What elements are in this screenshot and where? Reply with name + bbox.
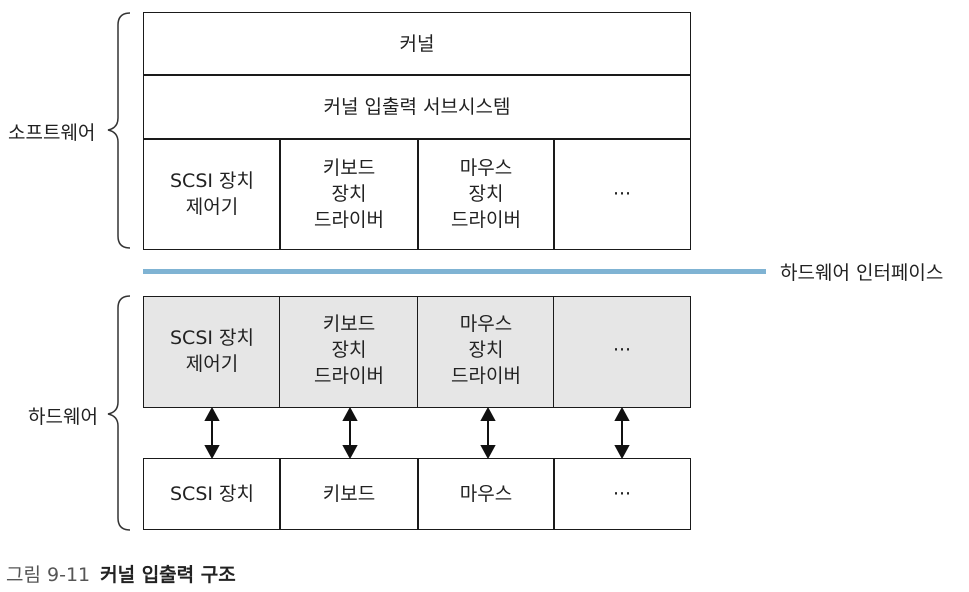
arrow-4 (614, 406, 630, 460)
hw-controller-mouse: 마우스 장치 드라이버 (417, 296, 555, 408)
hw-controller-scsi: SCSI 장치 제어기 (143, 296, 281, 408)
hw-controller-keyboard: 키보드 장치 드라이버 (279, 296, 419, 408)
software-brace (107, 12, 131, 249)
hw-device-keyboard: 키보드 (279, 458, 419, 530)
hw-controller-more: ··· (553, 296, 691, 408)
sw-driver-more: ··· (553, 138, 691, 250)
hw-device-more: ··· (553, 458, 691, 530)
io-subsystem-box: 커널 입출력 서브시스템 (143, 74, 691, 140)
sw-driver-keyboard: 키보드 장치 드라이버 (279, 138, 419, 250)
sw-driver-mouse: 마우스 장치 드라이버 (417, 138, 555, 250)
hw-device-mouse: 마우스 (417, 458, 555, 530)
hw-device-scsi: SCSI 장치 (143, 458, 281, 530)
kernel-label: 커널 (399, 33, 435, 55)
kernel-box: 커널 (143, 12, 691, 76)
arrow-3 (480, 406, 496, 460)
hardware-interface-line (143, 269, 766, 274)
figure-title: 커널 입출력 구조 (100, 564, 236, 586)
hardware-brace (107, 295, 131, 531)
arrow-1 (204, 406, 220, 460)
sw-driver-scsi: SCSI 장치 제어기 (143, 138, 281, 250)
io-subsystem-label: 커널 입출력 서브시스템 (323, 96, 511, 118)
figure-caption: 그림 9-11 커널 입출력 구조 (6, 560, 236, 587)
arrow-2 (342, 406, 358, 460)
figure-number: 그림 9-11 (6, 564, 91, 586)
software-label: 소프트웨어 (8, 122, 96, 144)
hardware-interface-label: 하드웨어 인터페이스 (780, 262, 944, 284)
hardware-label: 하드웨어 (28, 406, 98, 428)
